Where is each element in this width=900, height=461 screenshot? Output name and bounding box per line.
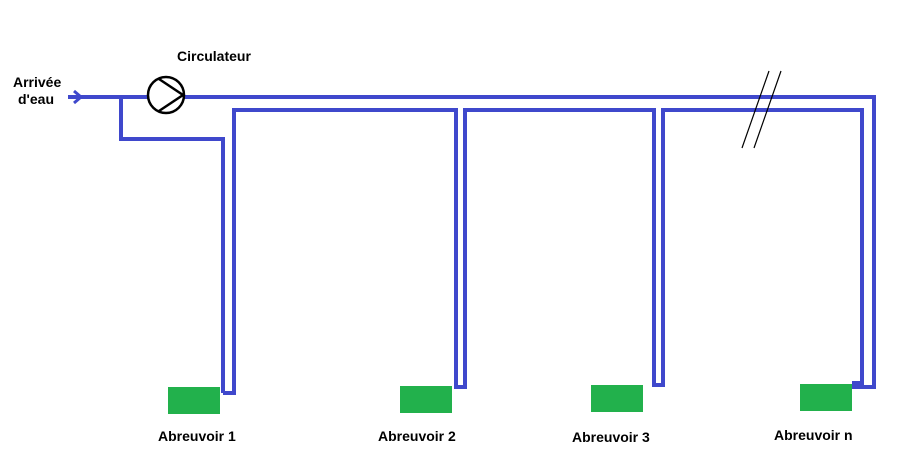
trough-1	[168, 387, 220, 414]
break-mark-left	[741, 70, 770, 149]
trough-3-label: Abreuvoir 3	[572, 429, 650, 445]
inlet-label-line1: Arrivée	[13, 74, 62, 90]
break-mark-right	[753, 70, 782, 149]
pump-label: Circulateur	[177, 48, 251, 64]
pipe-network	[68, 89, 876, 395]
return-loop-pipe	[119, 97, 225, 393]
trough-3	[591, 385, 643, 412]
trough-n-label: Abreuvoir n	[774, 427, 853, 443]
distribution-header-pipe	[223, 108, 864, 395]
supply-header-pipe	[68, 95, 876, 389]
pipe-break-symbol	[741, 70, 782, 149]
inlet-label: Arrivée d'eau	[13, 74, 62, 108]
trough-2-label: Abreuvoir 2	[378, 428, 456, 444]
trough-n	[800, 384, 852, 411]
trough-2	[400, 386, 452, 413]
inlet-label-line2: d'eau	[17, 91, 54, 107]
pump-symbol	[146, 75, 186, 115]
pump-triangle	[158, 77, 186, 113]
trough-1-label: Abreuvoir 1	[158, 428, 236, 444]
